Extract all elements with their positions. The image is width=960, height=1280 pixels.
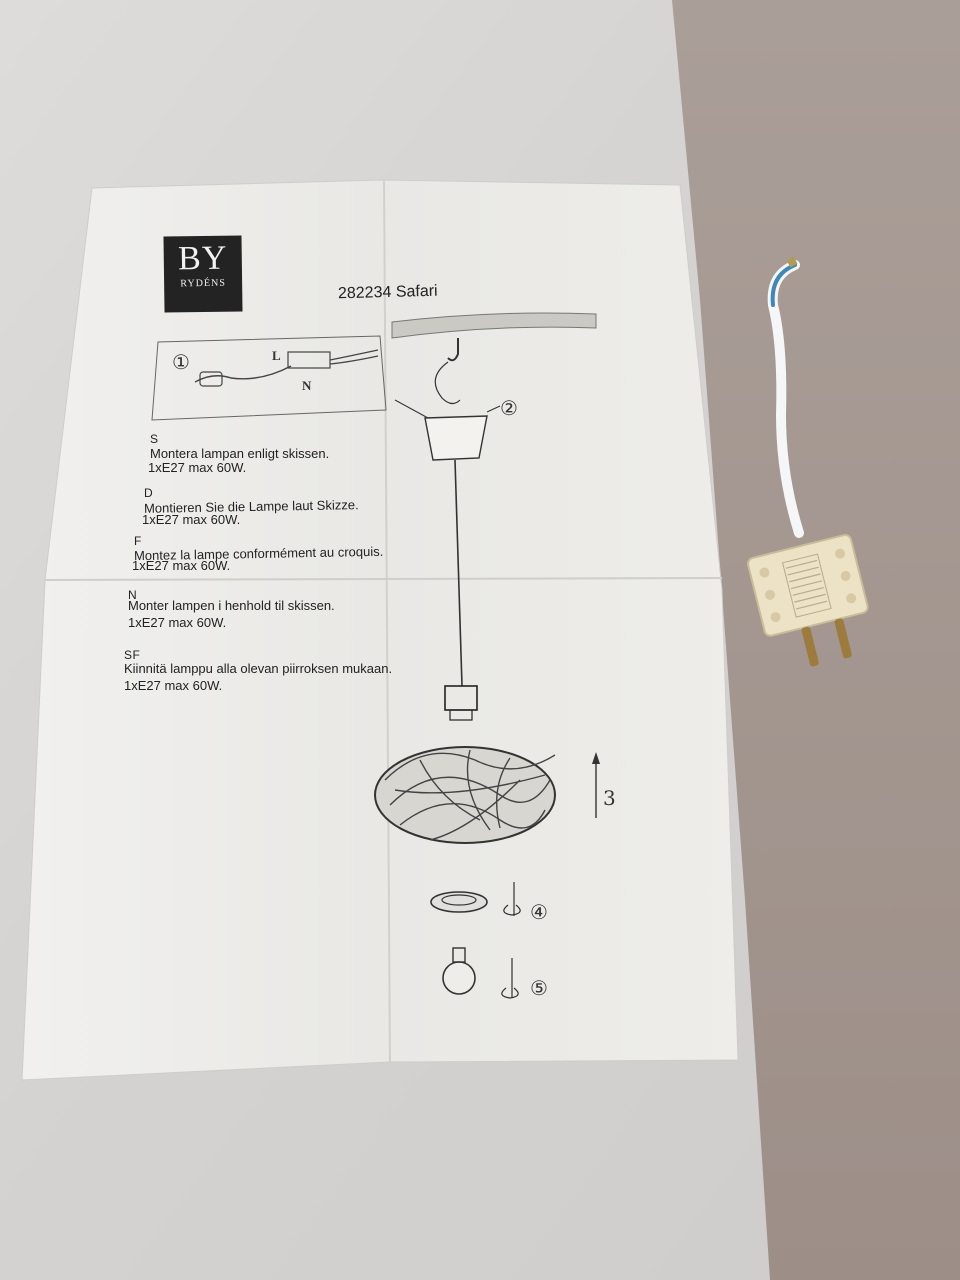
neutral-label: N: [302, 378, 312, 393]
wire-tip: [786, 256, 798, 268]
bulb-drawing: [442, 961, 476, 995]
step1-frame: [151, 335, 387, 421]
step-4-number: ④: [530, 900, 548, 924]
plug-cable-drawing: [194, 365, 292, 383]
plug-body: [746, 534, 869, 667]
instruction-sheet: [21, 179, 739, 1081]
woven-shade-drawing: [374, 746, 556, 844]
step-1-number: ①: [172, 350, 190, 374]
instruction-text-sf: Kiinnitä lamppu alla olevan piirroksen m…: [124, 661, 393, 676]
instruction-text-n: Monter lampen i henhold til skissen.: [128, 598, 335, 613]
ceiling-drawing: [391, 312, 597, 339]
instruction-spec-d: 1xE27 max 60W.: [142, 512, 241, 527]
instruction-spec-n: 1xE27 max 60W.: [128, 615, 227, 630]
instruction-spec-f: 1xE27 max 60W.: [132, 558, 231, 573]
instruction-lang-n: N: [128, 588, 138, 602]
plug-pin-right: [834, 618, 852, 659]
instruction-lang-s: S: [150, 432, 159, 446]
step-2-number: ②: [500, 396, 518, 420]
instruction-text-s: Montera lampan enligt skissen.: [150, 446, 330, 461]
shade-weave-drawing: [384, 749, 556, 841]
instruction-spec-s: 1xE27 max 60W.: [148, 460, 247, 475]
brand-logo: BY RYDÉNS: [163, 235, 243, 313]
logo-sub-text: RYDÉNS: [180, 277, 226, 290]
instruction-lang-d: D: [144, 486, 154, 500]
instruction-lang-sf: SF: [124, 648, 141, 662]
product-title: 282234 Safari: [337, 282, 438, 303]
live-label: L: [272, 348, 281, 363]
step-5-number: ⑤: [530, 976, 548, 1000]
instruction-spec-sf: 1xE27 max 60W.: [124, 678, 223, 693]
plug-drawing: [199, 371, 223, 387]
horizontal-fold: [44, 577, 723, 581]
vertical-fold: [383, 179, 391, 1063]
plug-pin-left: [801, 626, 819, 667]
cord-drawing: [454, 459, 463, 687]
table-surface: [672, 0, 960, 1280]
canopy-drawing: [424, 415, 488, 461]
hook-drawing: [447, 338, 459, 362]
logo-main-text: BY: [177, 239, 228, 278]
instruction-lang-f: F: [134, 534, 142, 548]
step-3-number: 3: [603, 786, 616, 810]
